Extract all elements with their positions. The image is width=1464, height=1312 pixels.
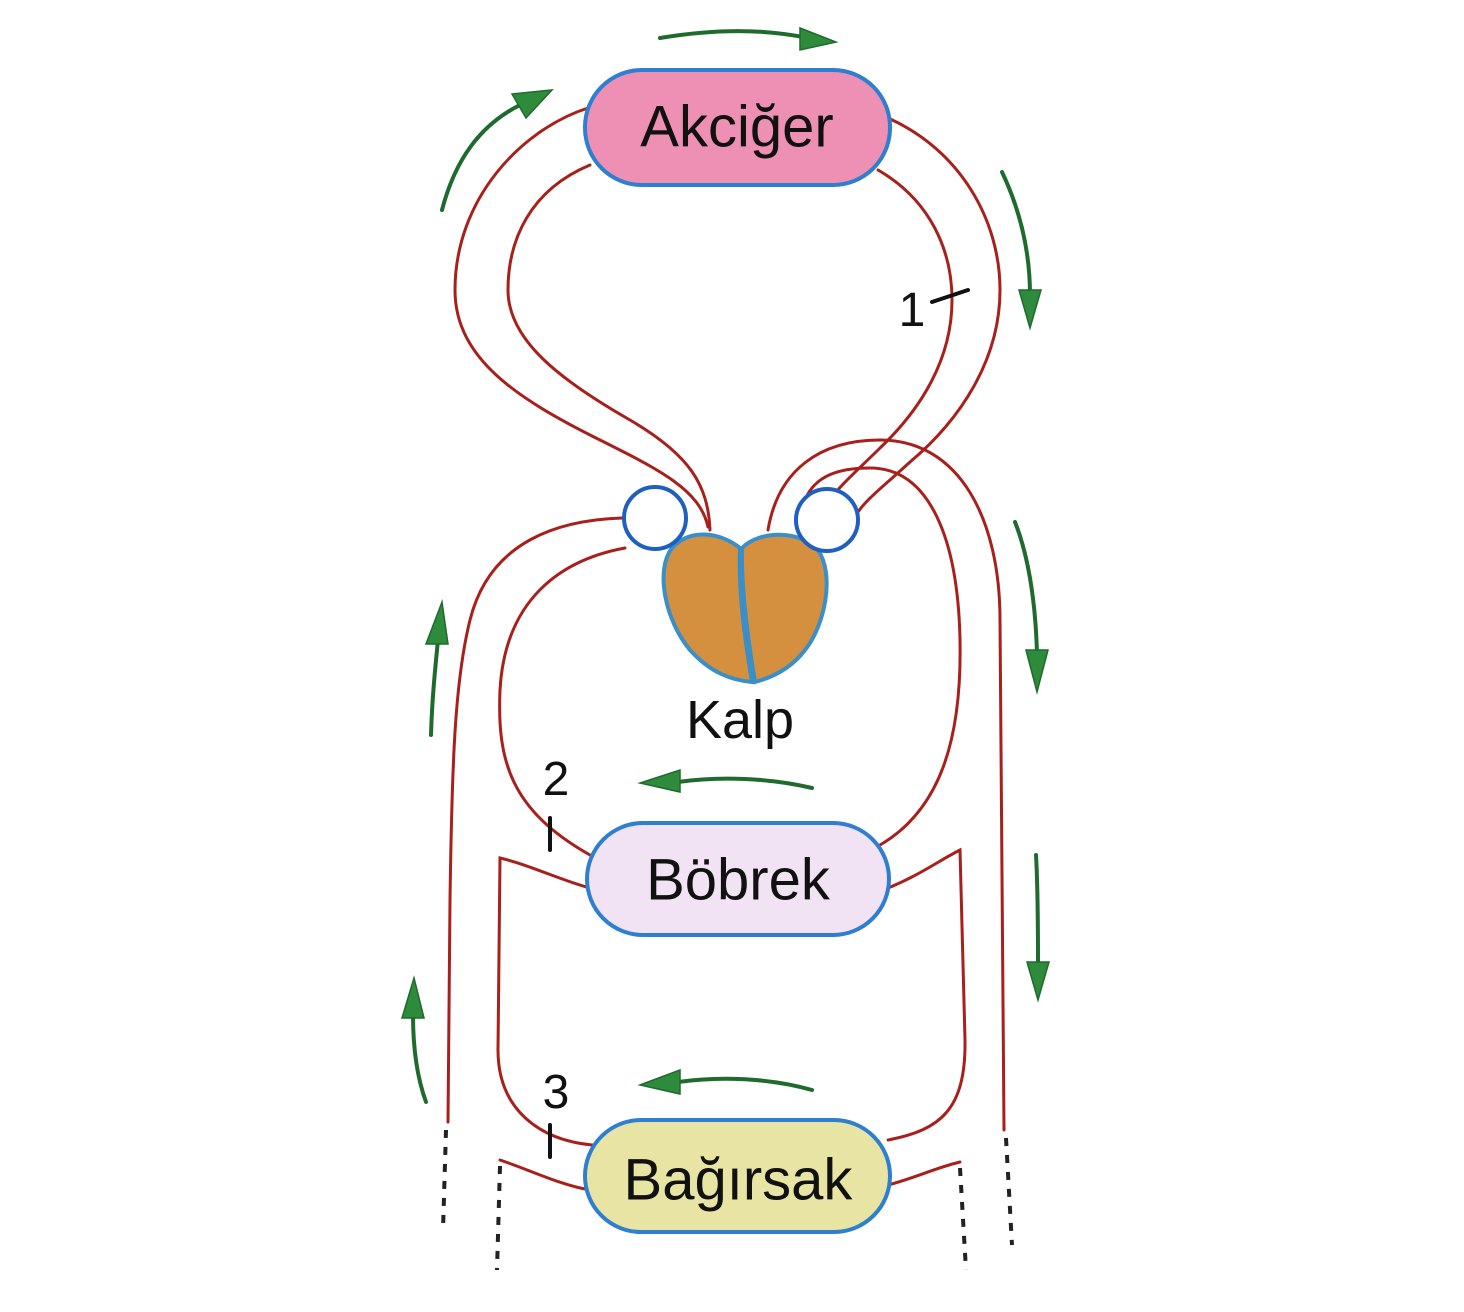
- dotted-right-inner-continuation: [958, 1167, 968, 1271]
- flow-arrow-left-lower: [400, 975, 428, 1104]
- heart-label: Kalp: [686, 690, 794, 750]
- vessel-pulmonary-right-inner: [828, 168, 954, 502]
- heart-right-half: [739, 532, 829, 685]
- dotted-aorta-continuation: [1004, 1137, 1014, 1246]
- vessel-aorta-outer: [766, 438, 1006, 1132]
- kidney-label: Böbrek: [646, 848, 831, 913]
- flow-arrow-right-middle: [1013, 520, 1049, 695]
- vessel-vena-inner: [498, 546, 627, 857]
- vessel-aorta-inner: [803, 466, 962, 847]
- marker-1-tick: [930, 288, 970, 304]
- flow-arrow-above-intestine: [637, 1068, 814, 1095]
- lung-shape: [583, 68, 892, 187]
- intestine-shape: [583, 1118, 892, 1234]
- vessel-pulmonary-left-inner: [506, 163, 712, 532]
- flow-arrow-right-lower: [1026, 853, 1050, 1003]
- vessel-pulmonary-left-outer: [453, 106, 710, 529]
- kidney-shape: [585, 821, 891, 937]
- kidney: Böbrek: [585, 821, 891, 937]
- right-atrium-circle: [622, 485, 688, 551]
- intestine-label: Bağırsak: [624, 1148, 854, 1213]
- marker-1-label: 1: [899, 284, 926, 337]
- flow-arrow-upper-right: [1000, 170, 1042, 331]
- left-atrium-circle: [794, 487, 860, 553]
- flow-arrow-upper-left: [440, 89, 554, 212]
- dotted-left-inner-continuation: [495, 1165, 502, 1271]
- flow-arrow-top: [658, 26, 839, 51]
- flow-arrow-above-kidney: [637, 768, 814, 793]
- flow-arrow-left-middle: [424, 599, 449, 737]
- dotted-vena-continuation: [441, 1129, 448, 1231]
- vessel-pulmonary-right-outer: [854, 116, 1002, 517]
- heart-left-half: [661, 532, 755, 685]
- vessel-intestine-left: [498, 1158, 592, 1192]
- lung-label: Akciğer: [640, 95, 833, 160]
- vessel-intestine-right: [886, 1160, 962, 1187]
- heart: [622, 485, 860, 685]
- intestine: Bağırsak: [583, 1118, 892, 1234]
- vessel-kidney-in: [886, 847, 967, 1142]
- marker-2-label: 2: [543, 753, 570, 806]
- marker-3-label: 3: [543, 1066, 570, 1119]
- lung: Akciğer: [583, 68, 892, 187]
- vessel-vena-outer: [446, 516, 624, 1124]
